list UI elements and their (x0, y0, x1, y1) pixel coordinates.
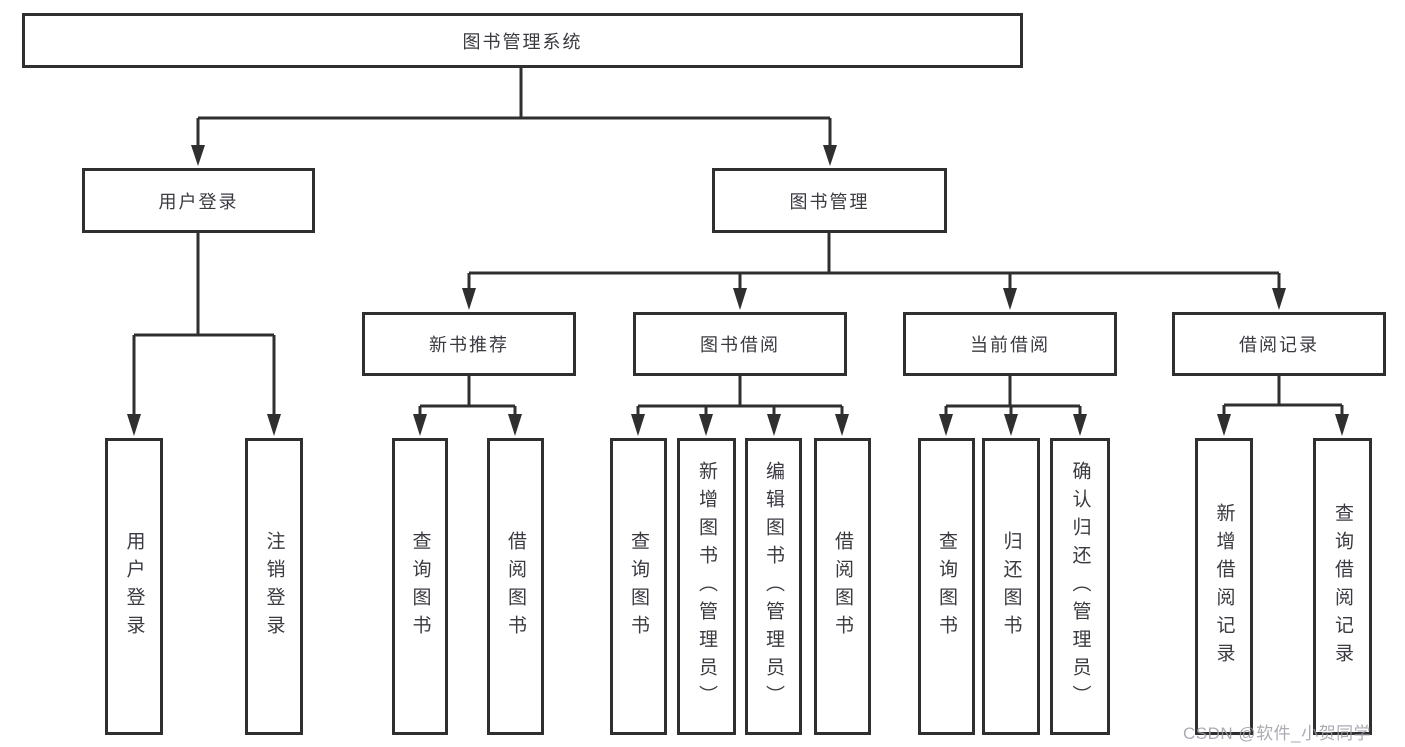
leaf-query-borrow-record: 查询借阅记录 (1313, 438, 1372, 735)
leaf-return-books: 归还图书 (982, 438, 1040, 735)
leaf-borrow-books: 借阅图书 (814, 438, 871, 735)
node-label: 图书管理 (789, 191, 870, 212)
leaf-logout: 注销登录 (245, 438, 303, 735)
node-label: 新增借阅记录 (1213, 502, 1235, 671)
node-label: 当前借阅 (970, 335, 1050, 355)
node-label: 新书推荐 (429, 335, 509, 355)
leaf-borrow-books: 借阅图书 (487, 438, 544, 735)
node-label: 查询图书 (936, 530, 957, 643)
leaf-confirm-return-admin: 确认归还（管理员） (1050, 438, 1110, 735)
node-borrowing-records: 借阅记录 (1172, 312, 1386, 376)
node-label: 查询图书 (628, 530, 649, 643)
node-user-login: 用户登录 (82, 168, 315, 233)
leaf-query-books: 查询图书 (918, 438, 975, 735)
node-label: 用户登录 (158, 191, 239, 212)
node-label: 编辑图书（管理员） (763, 460, 784, 713)
node-library-management-system: 图书管理系统 (22, 13, 1023, 68)
csdn-watermark: CSDN @软件_小贺同学 (1183, 724, 1372, 743)
node-label: 查询借阅记录 (1332, 502, 1353, 671)
node-label: 新增图书（管理员） (696, 460, 717, 713)
node-label: 归还图书 (1000, 530, 1022, 643)
node-label: 图书借阅 (700, 335, 780, 355)
node-new-book-recommendation: 新书推荐 (362, 312, 576, 376)
leaf-user-login: 用户登录 (105, 438, 163, 735)
node-label: 借阅图书 (505, 530, 526, 643)
node-label: 用户登录 (123, 530, 145, 643)
node-label: 查询图书 (409, 530, 431, 643)
node-book-borrowing: 图书借阅 (633, 312, 847, 376)
node-label: 借阅图书 (832, 530, 853, 643)
leaf-edit-books-admin: 编辑图书（管理员） (745, 438, 802, 735)
node-label: 注销登录 (263, 530, 285, 643)
leaf-add-borrow-record: 新增借阅记录 (1195, 438, 1253, 735)
leaf-query-books: 查询图书 (610, 438, 667, 735)
node-label: 图书管理系统 (462, 31, 583, 52)
node-current-borrowing: 当前借阅 (903, 312, 1117, 376)
node-label: 借阅记录 (1239, 335, 1319, 355)
leaf-add-books-admin: 新增图书（管理员） (677, 438, 736, 735)
leaf-query-books: 查询图书 (392, 438, 448, 735)
node-label: 确认归还（管理员） (1069, 460, 1091, 713)
node-book-management: 图书管理 (712, 168, 947, 233)
